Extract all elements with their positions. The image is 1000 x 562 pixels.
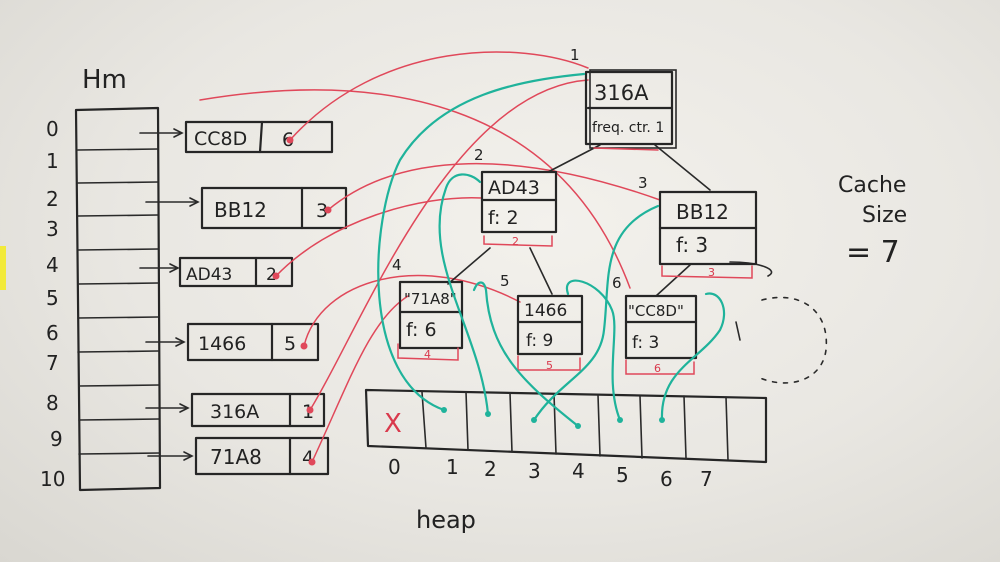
- heap-index: 7: [700, 467, 713, 491]
- heap-node-field: f: 9: [526, 331, 553, 351]
- sticky-note-edge: [0, 246, 6, 290]
- heap-node-index: 3: [638, 174, 648, 192]
- hashmap-index: 3: [46, 217, 59, 241]
- heap-node-key: 316A: [594, 81, 649, 105]
- hashmap-indices: 0 1 2 3 4 5 6 7 8 9 10: [40, 117, 65, 491]
- heap-node-field: freq. ctr. 1: [592, 120, 664, 136]
- heap-node-field: f: 3: [632, 333, 659, 353]
- heap-node-red-index: 2: [512, 235, 519, 248]
- heap-node: 1 316A freq. ctr. 1: [570, 46, 677, 151]
- teal-pointer-arrows: [377, 72, 726, 429]
- heap-index: 5: [616, 463, 629, 487]
- hashmap-index: 4: [46, 253, 59, 277]
- hashmap-key: 1466: [198, 333, 246, 355]
- red-pointer-arrows: [199, 51, 661, 466]
- heap-node-index: 6: [612, 274, 622, 292]
- heap-node-key: AD43: [488, 177, 540, 199]
- heap-slot-0-mark: X: [384, 409, 402, 439]
- hashmap-index: 8: [46, 391, 59, 415]
- cache-size-note: Cache Size = 7: [838, 173, 907, 270]
- hashmap-entry: BB12 3: [145, 186, 348, 230]
- hashmap-entry: AD43 2: [139, 256, 294, 288]
- hashmap-key: AD43: [186, 265, 232, 285]
- cache-size-value: = 7: [846, 235, 900, 270]
- hashmap-index: 6: [46, 321, 59, 345]
- heap-array: [364, 388, 768, 464]
- heap-index: 2: [484, 457, 497, 481]
- hashmap-value: 3: [316, 200, 328, 222]
- hashmap-index: 10: [40, 467, 65, 491]
- cache-label: Cache: [838, 173, 906, 198]
- heap-node-red-index: 6: [654, 362, 661, 375]
- hashmap-index: 7: [46, 351, 59, 375]
- hashmap-index: 0: [46, 117, 59, 141]
- heap-node-field: f: 3: [676, 233, 708, 257]
- hashmap-entry: 71A8 4: [147, 436, 330, 476]
- heap-index: 0: [388, 455, 401, 479]
- hashmap-key: 71A8: [210, 445, 262, 469]
- heap-index: 3: [528, 459, 541, 483]
- heap-tree-edges: [447, 144, 773, 297]
- heap-node-index: 2: [474, 146, 484, 164]
- heap-node: 6 "CC8D" f: 3 6: [612, 274, 698, 375]
- heap-node-field: f: 6: [406, 319, 437, 341]
- heap-index: 1: [446, 455, 459, 479]
- heap-node-index: 5: [500, 272, 510, 290]
- hashmap-value: 2: [266, 265, 277, 285]
- heap-index: 4: [572, 459, 585, 483]
- heap-node-key: 1466: [524, 301, 567, 321]
- heap-indices: 0 1 2 3 4 5 6 7: [388, 455, 713, 491]
- heap-node-red-index: 4: [424, 348, 431, 361]
- hashmap-key: 316A: [210, 401, 259, 423]
- hashmap-index: 5: [46, 286, 59, 310]
- heap-node-key: BB12: [676, 200, 729, 224]
- heap-node-red-index: 5: [546, 359, 553, 372]
- heap-node-key: "CC8D": [628, 302, 684, 320]
- hashmap-key: BB12: [214, 198, 267, 222]
- heap-node-index: 4: [392, 256, 402, 274]
- hashmap-index: 9: [50, 427, 63, 451]
- placeholder-node-outline: [735, 296, 828, 384]
- heap-index: 6: [660, 467, 673, 491]
- cache-size-label: Size: [862, 203, 907, 228]
- hashmap-key: CC8D: [194, 128, 247, 150]
- heap-node-index: 1: [570, 46, 580, 64]
- hashmap-value: 5: [284, 333, 296, 355]
- heap-node-field: f: 2: [488, 207, 519, 229]
- heap-node: 2 AD43 f: 2 2: [474, 146, 558, 248]
- hashmap-index: 2: [46, 187, 59, 211]
- heap-node: 4 "71A8" f: 6 4: [392, 256, 464, 361]
- hashmap-index: 1: [46, 149, 59, 173]
- heap-node-red-index: 3: [708, 266, 715, 279]
- heap-label: heap: [416, 506, 476, 534]
- hashmap-entry: 316A 1: [145, 392, 326, 428]
- hashmap-entry: 1466 5: [145, 322, 320, 362]
- hashmap-value: 4: [302, 447, 314, 469]
- hashmap-array: [74, 106, 162, 492]
- heap-node: 5 1466 f: 9 5: [500, 272, 584, 372]
- heap-node: 3 BB12 f: 3 3: [638, 174, 758, 279]
- hashmap-title: Hm: [82, 65, 127, 95]
- heap-node-key: "71A8": [404, 290, 457, 308]
